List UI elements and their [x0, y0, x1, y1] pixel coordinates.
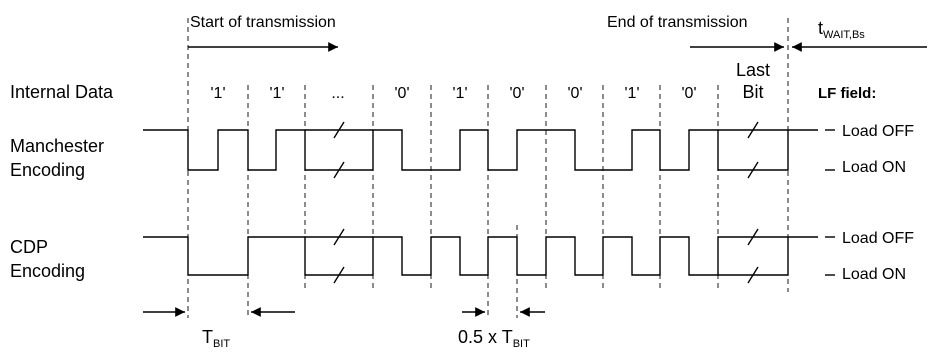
bit-value-ellipsis: ...	[331, 85, 344, 102]
bit-values: '1' '1' ... '0' '1' '0' '0' '1' '0' Last…	[210, 60, 770, 102]
cdp-break-bottom	[333, 266, 345, 284]
end-transmission-label: End of transmission	[607, 14, 748, 31]
start-transmission-label: Start of transmission	[190, 14, 336, 31]
cdp-label-line1: CDP	[10, 237, 48, 257]
last-bit-label-line1: Last	[736, 60, 770, 80]
cdp-waveform	[143, 228, 818, 284]
bit-value-7: '0'	[567, 85, 582, 102]
bit-value-8: '1'	[624, 85, 639, 102]
cdp-break-top	[333, 228, 345, 246]
half-tbit-label: 0.5 x TBIT	[458, 327, 530, 350]
bit-value-2: '1'	[269, 85, 284, 102]
manchester-last-break-top	[747, 121, 759, 139]
cdp-last-low	[718, 237, 789, 276]
cdp-signal	[143, 236, 818, 276]
last-bit-label-line2: Bit	[742, 82, 763, 102]
t-wait-label: tWAIT,Bs	[818, 18, 865, 41]
manchester-last-break-bottom	[747, 161, 759, 179]
manchester-label-line1: Manchester	[10, 136, 104, 156]
cdp-load-off-label: Load OFF	[842, 230, 914, 247]
cdp-load-on-label: Load ON	[842, 266, 906, 283]
cdp-last-break-bottom	[747, 266, 759, 284]
bit-value-4: '0'	[394, 85, 409, 102]
cdp-label-line2: Encoding	[10, 261, 85, 281]
bit-value-5: '1'	[452, 85, 467, 102]
manchester-load-on-label: Load ON	[842, 159, 906, 176]
manchester-break-top	[333, 121, 345, 139]
bit-value-6: '0'	[509, 85, 524, 102]
manchester-load-off-label: Load OFF	[842, 123, 914, 140]
manchester-signal	[143, 129, 818, 171]
bit-value-1: '1'	[210, 85, 225, 102]
manchester-label-line2: Encoding	[10, 160, 85, 180]
bit-value-9: '0'	[681, 85, 696, 102]
manchester-waveform	[143, 121, 818, 179]
lf-field-title: LF field:	[818, 85, 876, 102]
cdp-last-break-top	[747, 228, 759, 246]
internal-data-label: Internal Data	[10, 82, 114, 102]
manchester-break-bottom	[333, 161, 345, 179]
tbit-label: TBIT	[202, 327, 230, 350]
